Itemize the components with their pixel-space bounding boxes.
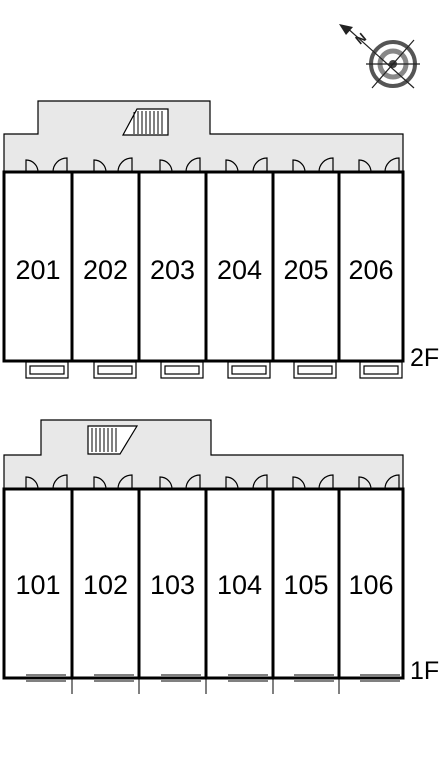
room-205: 205 [271,170,341,363]
room-number: 204 [217,255,262,285]
windows-1f [26,674,400,694]
room-number: 105 [283,570,328,600]
corridor-2f [3,100,404,173]
room-number: 205 [283,255,328,285]
room-number: 104 [217,570,262,600]
balconies-2f [25,361,403,379]
room-204: 204 [204,170,275,363]
floor-label-1f: 1F [410,657,439,685]
room-202: 202 [70,170,141,363]
room-number: 103 [150,570,195,600]
room-203: 203 [137,170,208,363]
room-101: 101 [2,487,74,680]
stairs-2f-icon [121,108,169,136]
room-102: 102 [70,487,141,680]
floor-label-2f: 2F [410,344,439,372]
room-105: 105 [271,487,341,680]
room-104: 104 [204,487,275,680]
room-number: 101 [15,570,60,600]
room-number: 202 [83,255,128,285]
doors-1f [25,474,400,490]
room-number: 203 [150,255,195,285]
corridor-1f [3,419,404,490]
room-201: 201 [2,170,74,363]
compass-icon: N [339,24,420,89]
room-number: 206 [348,255,393,285]
room-206: 206 [337,170,405,363]
stairs-1f-icon [87,425,139,455]
room-number: 201 [15,255,60,285]
room-number: 102 [83,570,128,600]
room-103: 103 [137,487,208,680]
room-number: 106 [348,570,393,600]
doors-2f [25,157,400,173]
room-106: 106 [337,487,405,680]
